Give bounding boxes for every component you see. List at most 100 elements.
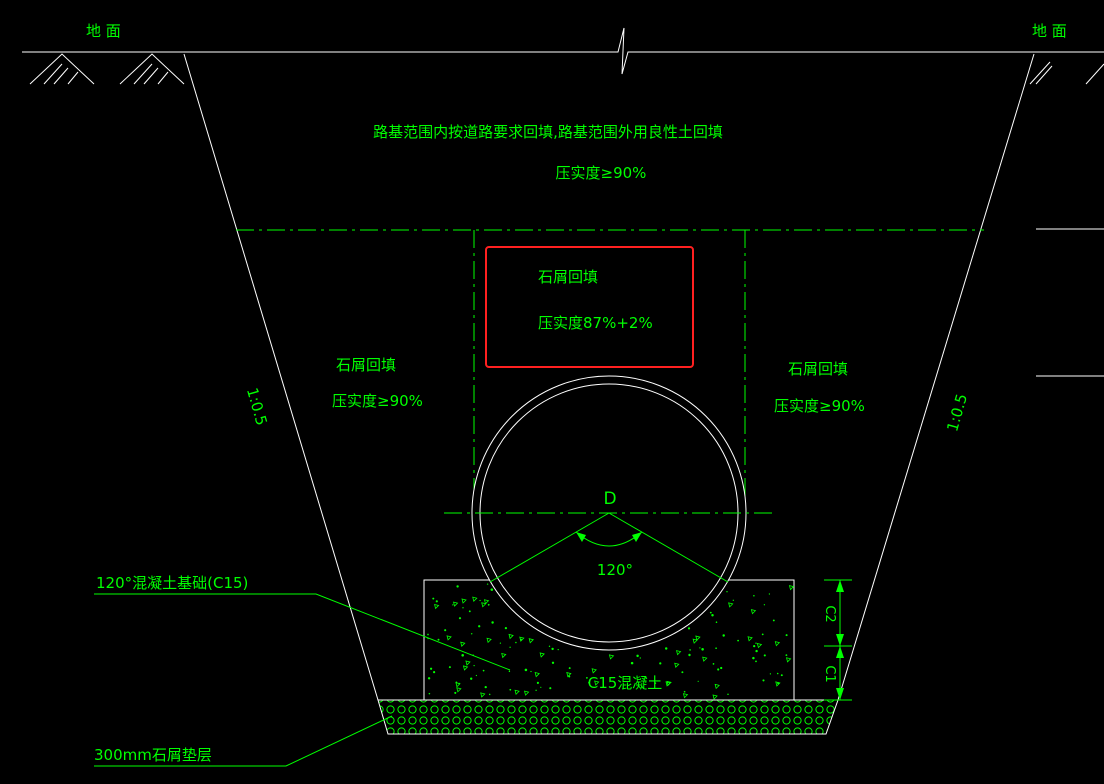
concrete-speckle bbox=[695, 635, 701, 641]
concrete-speckle bbox=[472, 596, 478, 602]
concrete-speckle bbox=[478, 625, 481, 628]
concrete-speckle bbox=[455, 682, 461, 688]
concrete-speckle bbox=[456, 687, 462, 693]
dimension-c1-c2 bbox=[824, 579, 852, 701]
foundation-leader bbox=[94, 593, 511, 671]
angle-line-right bbox=[608, 512, 729, 583]
center-fill-name: 石屑回填 bbox=[538, 268, 598, 286]
concrete-speckle bbox=[548, 645, 551, 647]
concrete-speckle bbox=[484, 685, 487, 689]
concrete-speckle bbox=[454, 691, 457, 694]
concrete-speckle bbox=[499, 642, 502, 644]
concrete-speckle bbox=[711, 614, 714, 617]
concrete-speckle bbox=[481, 602, 487, 608]
concrete-speckle bbox=[458, 617, 462, 620]
concrete-speckle bbox=[682, 693, 689, 699]
ground-label-right: 地 面 bbox=[1032, 22, 1067, 40]
concrete-speckle bbox=[676, 650, 682, 656]
concrete-speckle bbox=[715, 647, 717, 650]
concrete-speckle bbox=[458, 682, 460, 685]
trench-wall-left bbox=[183, 53, 379, 701]
concrete-speckle bbox=[456, 585, 459, 588]
concrete-speckle bbox=[732, 599, 734, 601]
concrete-speckle bbox=[540, 686, 542, 688]
concrete-speckle bbox=[728, 602, 734, 608]
concrete-speckle bbox=[427, 633, 429, 636]
concrete-speckle bbox=[786, 657, 792, 663]
concrete-speckle bbox=[515, 641, 517, 644]
angle-label: 120° bbox=[597, 561, 633, 579]
top-fill-compaction: 压实度≥90% bbox=[556, 164, 647, 182]
concrete-speckle bbox=[755, 649, 758, 653]
concrete-speckle bbox=[566, 672, 572, 678]
concrete-speckle bbox=[435, 600, 438, 603]
top-fill-note: 路基范围内按道路要求回填,路基范围外用良性土回填 bbox=[373, 123, 723, 141]
concrete-speckle bbox=[654, 682, 657, 685]
concrete-speckle bbox=[490, 588, 494, 591]
slope-label-right: 1:0.5 bbox=[943, 392, 971, 434]
concrete-speckle bbox=[433, 671, 436, 674]
concrete-speckle bbox=[709, 611, 712, 614]
concrete-speckle bbox=[557, 648, 559, 651]
concrete-speckle bbox=[568, 667, 571, 670]
concrete-speckle bbox=[776, 672, 779, 675]
concrete-speckle bbox=[473, 664, 475, 667]
concrete-speckle bbox=[509, 688, 512, 691]
concrete-speckle bbox=[712, 694, 718, 700]
concrete-speckle bbox=[461, 654, 464, 657]
concrete-speckle bbox=[763, 654, 766, 657]
concrete-speckle bbox=[763, 604, 766, 606]
ground-label-left: 地 面 bbox=[86, 22, 121, 40]
concrete-speckle bbox=[536, 681, 539, 684]
concrete-speckle bbox=[785, 634, 788, 637]
concrete-speckle bbox=[427, 677, 431, 680]
concrete-speckle bbox=[775, 681, 781, 687]
center-fill-compaction: 压实度87%+2% bbox=[538, 314, 653, 332]
concrete-speckle bbox=[594, 680, 600, 686]
dimension-c1-label: C1 bbox=[822, 665, 837, 682]
angle-arrow-right bbox=[632, 532, 642, 542]
concrete-speckle bbox=[645, 677, 648, 679]
concrete-speckle bbox=[630, 661, 634, 665]
concrete-speckle bbox=[681, 671, 684, 674]
concrete-speckle bbox=[769, 673, 772, 675]
slope-label-left: 1:0.5 bbox=[243, 386, 271, 428]
concrete-speckle bbox=[585, 676, 588, 679]
concrete-speckle bbox=[452, 604, 454, 606]
concrete-speckle bbox=[551, 661, 555, 664]
concrete-speckle bbox=[483, 599, 490, 605]
dimension-c2-label: C2 bbox=[822, 605, 837, 622]
concrete-speckle bbox=[750, 609, 757, 615]
concrete-speckle bbox=[437, 638, 440, 641]
concrete-speckle bbox=[683, 690, 686, 693]
concrete-speckle bbox=[504, 626, 508, 630]
concrete-speckle bbox=[461, 598, 467, 604]
concrete-speckle bbox=[460, 641, 466, 647]
concrete-speckle bbox=[722, 634, 725, 637]
concrete-speckle bbox=[737, 639, 739, 642]
concrete-speckle bbox=[720, 666, 723, 670]
concrete-speckle bbox=[434, 603, 440, 610]
concrete-speckle bbox=[519, 636, 525, 642]
concrete-speckle bbox=[551, 647, 554, 651]
concrete-speckle bbox=[697, 680, 699, 682]
concrete-speckle bbox=[768, 593, 771, 595]
concrete-speckle bbox=[452, 601, 459, 607]
concrete-speckle bbox=[539, 652, 545, 658]
concrete-speckle bbox=[774, 641, 781, 647]
trench-wall-right bbox=[837, 53, 1035, 701]
concrete-speckle bbox=[535, 689, 537, 691]
foundation-callout: 120°混凝土基础(C15) bbox=[96, 574, 248, 592]
concrete-speckle bbox=[747, 636, 753, 642]
concrete-speckle bbox=[639, 657, 641, 659]
highlight-box bbox=[485, 246, 694, 368]
concrete-speckle bbox=[687, 627, 691, 630]
concrete-speckle bbox=[715, 621, 718, 623]
concrete-speckle bbox=[712, 663, 715, 665]
concrete-speckle bbox=[462, 607, 464, 609]
concrete-speckle bbox=[674, 662, 680, 668]
concrete-speckle bbox=[491, 621, 494, 624]
concrete-speckle bbox=[475, 674, 477, 677]
concrete-speckle bbox=[688, 653, 691, 657]
concrete-speckle bbox=[427, 583, 795, 700]
